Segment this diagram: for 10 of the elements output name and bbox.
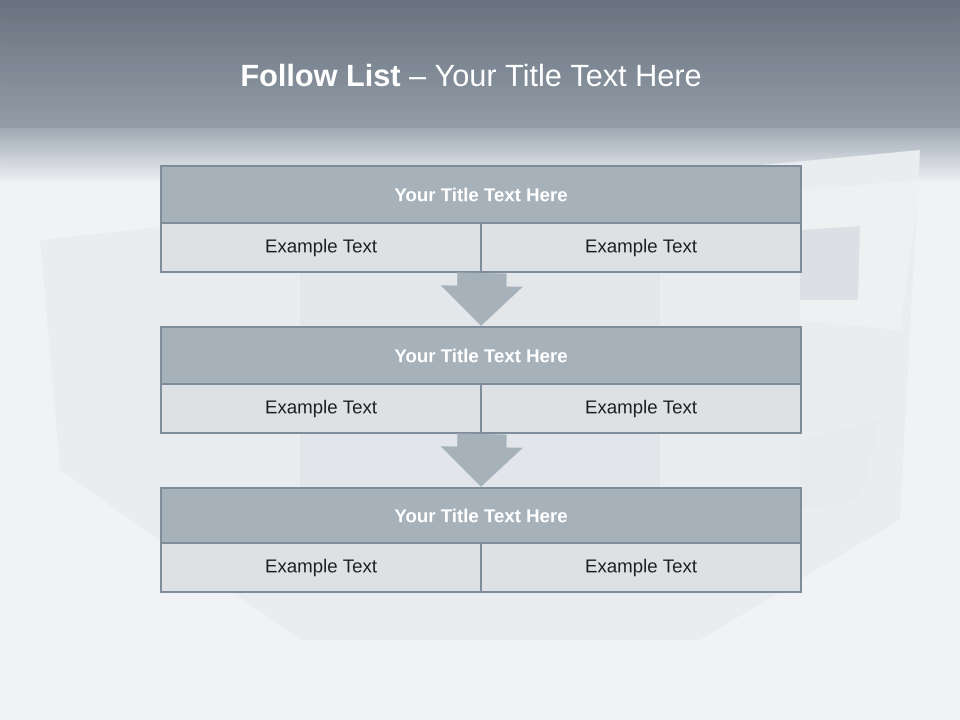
text-cell: Example Text [160, 383, 482, 434]
text-cell: Example Text [160, 542, 482, 593]
text-cell: Example Text [480, 542, 802, 593]
header-cell: Your Title Text Here [160, 165, 802, 224]
text-cell: Example Text [480, 383, 802, 434]
slide-title: Follow List – Your Title Text Here [242, 64, 700, 86]
text-cell: Example Text [160, 222, 482, 273]
text-cell: Example Text [480, 222, 802, 273]
header-cell: Your Title Text Here [160, 326, 802, 385]
header-cell: Your Title Text Here [160, 487, 802, 544]
